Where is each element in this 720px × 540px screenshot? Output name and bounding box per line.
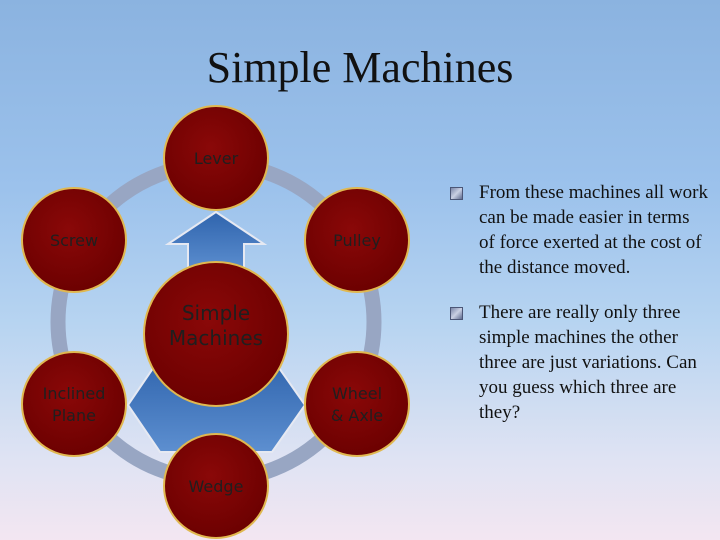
bullet-item: From these machines all work can be made…: [448, 180, 710, 280]
node-screw: Screw: [21, 187, 127, 293]
node-wedge: Wedge: [163, 433, 269, 539]
center-node: Simple Machines: [143, 261, 289, 407]
node-circle: [21, 351, 127, 457]
node-circle: [304, 351, 410, 457]
slide-title: Simple Machines: [206, 43, 514, 92]
center-label-line2: Machines: [169, 326, 263, 350]
bullet-list: From these machines all work can be made…: [448, 180, 710, 445]
node-lever: Lever: [163, 105, 269, 211]
node-circle: [304, 187, 410, 293]
center-label-line1: Simple: [182, 301, 250, 325]
node-label: & Axle: [331, 406, 383, 425]
node-label: Wheel: [332, 384, 382, 403]
bullet-item: There are really only three simple machi…: [448, 300, 710, 425]
node-label: Lever: [194, 149, 239, 168]
node-wheel-axle: Wheel & Axle: [304, 351, 410, 457]
bullet-marker-icon: [450, 307, 463, 320]
node-label: Screw: [50, 231, 98, 250]
node-label: Pulley: [333, 231, 381, 250]
node-pulley: Pulley: [304, 187, 410, 293]
bullet-text: There are really only three simple machi…: [479, 302, 697, 423]
node-circle: [163, 105, 269, 211]
node-label: Inclined: [43, 384, 106, 403]
node-label: Plane: [52, 406, 96, 425]
node-label: Wedge: [189, 477, 244, 496]
bullet-text: From these machines all work can be made…: [479, 182, 709, 278]
node-circle: [21, 187, 127, 293]
bullet-marker-icon: [450, 187, 463, 200]
node-circle: [163, 433, 269, 539]
